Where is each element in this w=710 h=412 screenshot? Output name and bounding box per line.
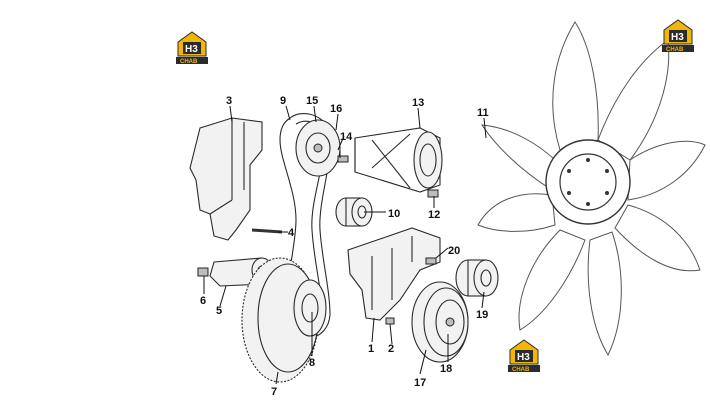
fan-blade <box>518 229 586 331</box>
h3-logo: H3 CHAB <box>508 339 540 373</box>
bracket-1 <box>347 227 441 321</box>
fan-blade <box>552 21 599 151</box>
pulley-15 <box>295 119 341 177</box>
callout-13: 13 <box>412 97 424 109</box>
fan-blade <box>614 204 701 272</box>
callout-8: 8 <box>309 357 315 369</box>
fan-blade <box>627 140 706 201</box>
callout-4: 4 <box>288 227 295 239</box>
callout-11: 11 <box>477 107 489 119</box>
callout-3: 3 <box>226 95 232 107</box>
fan-hub-inner <box>559 153 617 211</box>
fan-hub-bolt <box>586 202 590 206</box>
bolt-20 <box>425 257 437 265</box>
fan-blade <box>597 39 670 161</box>
bracket-3 <box>189 117 263 241</box>
fan-blade <box>587 231 622 357</box>
callout-20: 20 <box>448 245 460 257</box>
fan-hub-bolt <box>567 191 571 195</box>
callout-7: 7 <box>271 386 277 398</box>
callout-17: 17 <box>414 377 426 389</box>
callout-10: 10 <box>388 208 400 220</box>
shroud-13 <box>354 127 443 193</box>
logo-subtext: CHAB <box>180 59 198 65</box>
logo-text: H3 <box>671 32 684 43</box>
logo-subtext: CHAB <box>512 367 530 373</box>
callout-16: 16 <box>330 103 342 115</box>
callout-9: 9 <box>280 95 286 107</box>
callout-19: 19 <box>476 309 488 321</box>
fan-blade <box>481 124 566 191</box>
pulley-17 <box>411 281 469 363</box>
callout-1: 1 <box>368 343 374 355</box>
callout-15: 15 <box>306 95 318 107</box>
h3-logo: H3 CHAB <box>176 31 208 65</box>
bolt-12 <box>427 189 439 198</box>
h3-logo: H3 CHAB <box>662 19 694 53</box>
bolt-4 <box>251 228 283 234</box>
bolt-2 <box>385 317 395 325</box>
bolt-6 <box>197 267 209 277</box>
logo-text: H3 <box>185 44 198 55</box>
fan-hub-bolt <box>586 158 590 162</box>
callout-6: 6 <box>200 295 206 307</box>
fan-hub-bolt <box>605 191 609 195</box>
callout-14: 14 <box>340 131 353 143</box>
bolt-14 <box>337 150 349 163</box>
pulley-8 <box>293 279 327 337</box>
callout-5: 5 <box>216 305 222 317</box>
fan-hub-bolt <box>605 169 609 173</box>
callout-2: 2 <box>388 343 394 355</box>
logo-subtext: CHAB <box>666 47 684 53</box>
callout-12: 12 <box>428 209 440 221</box>
fan-hub-bolt <box>567 169 571 173</box>
callout-18: 18 <box>440 363 452 375</box>
fan-assembly <box>477 21 706 357</box>
fan-clutch-19 <box>455 259 499 297</box>
logo-text: H3 <box>517 352 530 363</box>
fan-blade <box>477 193 556 232</box>
